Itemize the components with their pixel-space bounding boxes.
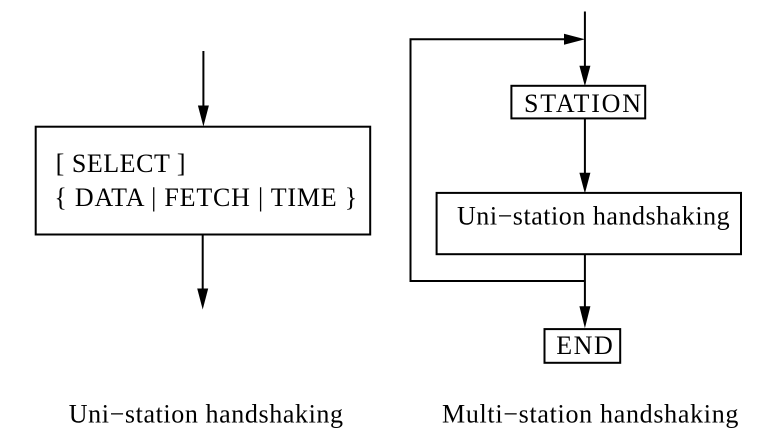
svg-text:{ DATA | FETCH | TIME }: { DATA | FETCH | TIME } bbox=[54, 183, 357, 212]
svg-text:STATION: STATION bbox=[524, 89, 641, 118]
svg-text:Multi−station handshaking: Multi−station handshaking bbox=[442, 399, 738, 428]
svg-text:Uni−station handshaking: Uni−station handshaking bbox=[457, 202, 730, 231]
svg-text:END: END bbox=[556, 331, 613, 360]
svg-text:[ SELECT ]: [ SELECT ] bbox=[56, 149, 186, 178]
svg-text:Uni−station handshaking: Uni−station handshaking bbox=[69, 399, 343, 428]
